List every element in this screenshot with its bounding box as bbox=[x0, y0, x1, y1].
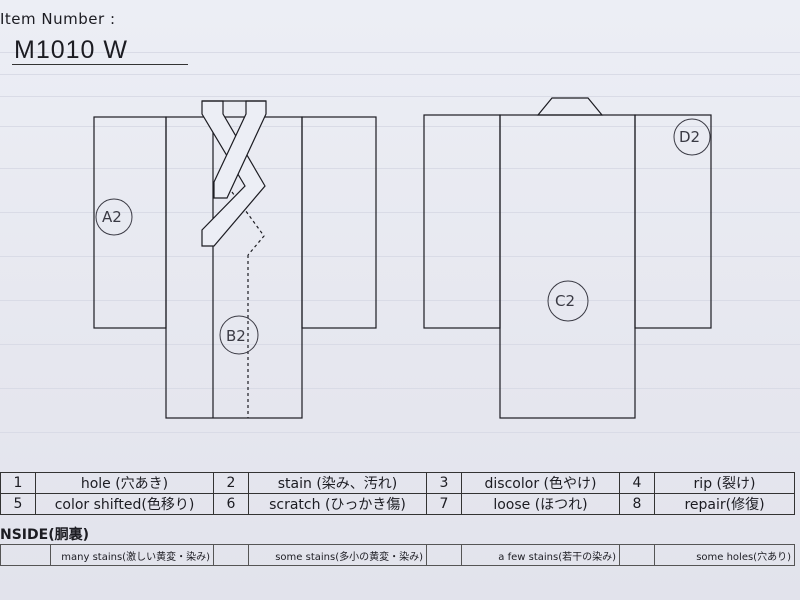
front-collar-left bbox=[201, 100, 266, 247]
legend-number: 6 bbox=[213, 493, 249, 515]
background-ruling bbox=[0, 432, 800, 433]
mark-circle-b2 bbox=[219, 315, 259, 355]
legend-label: rip (裂け) bbox=[654, 472, 795, 494]
legend-number: 3 bbox=[426, 472, 462, 494]
inside-checkbox[interactable] bbox=[0, 544, 51, 566]
front-right-sleeve bbox=[301, 116, 377, 329]
background-ruling bbox=[0, 52, 800, 53]
inside-option: some stains(多小の黄変・染み) bbox=[248, 544, 427, 566]
legend-label: discolor (色やけ) bbox=[461, 472, 620, 494]
mark-b2: B2 bbox=[226, 327, 246, 345]
item-number-label: Item Number : bbox=[0, 10, 116, 28]
mark-circle-d2 bbox=[673, 118, 711, 156]
legend-label: stain (染み、汚れ) bbox=[248, 472, 427, 494]
front-body bbox=[165, 116, 303, 419]
background-ruling bbox=[0, 96, 800, 97]
inside-row: many stains(激しい黄変・染み) some stains(多小の黄変・… bbox=[0, 544, 795, 566]
legend-number: 1 bbox=[0, 472, 36, 494]
legend-number: 7 bbox=[426, 493, 462, 515]
background-ruling bbox=[0, 212, 800, 213]
background-ruling bbox=[0, 126, 800, 127]
inside-section-title: NSIDE(胴裏) bbox=[0, 527, 89, 543]
front-collar-right bbox=[213, 100, 267, 199]
legend-row: 5 color shifted(色移り) 6 scratch (ひっかき傷) 7… bbox=[0, 493, 795, 515]
legend-label: loose (ほつれ) bbox=[461, 493, 620, 515]
item-number-value: M1010 W bbox=[14, 36, 128, 64]
legend-number: 4 bbox=[619, 472, 655, 494]
mark-circle-a2 bbox=[95, 198, 133, 236]
back-right-sleeve bbox=[634, 114, 712, 329]
background-ruling bbox=[0, 256, 800, 257]
legend-row: 1 hole (穴あき) 2 stain (染み、汚れ) 3 discolor … bbox=[0, 472, 795, 494]
background-ruling bbox=[0, 344, 800, 345]
legend-label: scratch (ひっかき傷) bbox=[248, 493, 427, 515]
background-ruling bbox=[0, 388, 800, 389]
inside-checkbox[interactable] bbox=[619, 544, 655, 566]
back-left-sleeve bbox=[423, 114, 501, 329]
inside-option: a few stains(若干の染み) bbox=[461, 544, 620, 566]
legend-label: hole (穴あき) bbox=[35, 472, 214, 494]
damage-legend-table: 1 hole (穴あき) 2 stain (染み、汚れ) 3 discolor … bbox=[0, 472, 795, 515]
inside-checkbox[interactable] bbox=[426, 544, 462, 566]
legend-number: 8 bbox=[619, 493, 655, 515]
mark-a2: A2 bbox=[102, 208, 122, 226]
kimono-back bbox=[423, 97, 712, 419]
kimono-front bbox=[93, 100, 377, 419]
inside-option: some holes(穴あり) bbox=[654, 544, 795, 566]
back-collar bbox=[536, 97, 604, 116]
background-ruling bbox=[0, 300, 800, 301]
back-body bbox=[499, 114, 636, 419]
kimono-diagram: A2 B2 D2 C2 bbox=[93, 97, 712, 419]
item-number-underline bbox=[12, 64, 188, 65]
legend-label: color shifted(色移り) bbox=[35, 493, 214, 515]
background-ruling bbox=[0, 168, 800, 169]
inside-condition-table: many stains(激しい黄変・染み) some stains(多小の黄変・… bbox=[0, 544, 795, 566]
mark-c2: C2 bbox=[555, 292, 575, 310]
inside-checkbox[interactable] bbox=[213, 544, 249, 566]
legend-number: 2 bbox=[213, 472, 249, 494]
background-ruling bbox=[0, 74, 800, 75]
mark-circle-c2 bbox=[547, 280, 589, 322]
legend-label: repair(修復) bbox=[654, 493, 795, 515]
mark-d2: D2 bbox=[679, 128, 700, 146]
inside-option: many stains(激しい黄変・染み) bbox=[50, 544, 214, 566]
legend-number: 5 bbox=[0, 493, 36, 515]
